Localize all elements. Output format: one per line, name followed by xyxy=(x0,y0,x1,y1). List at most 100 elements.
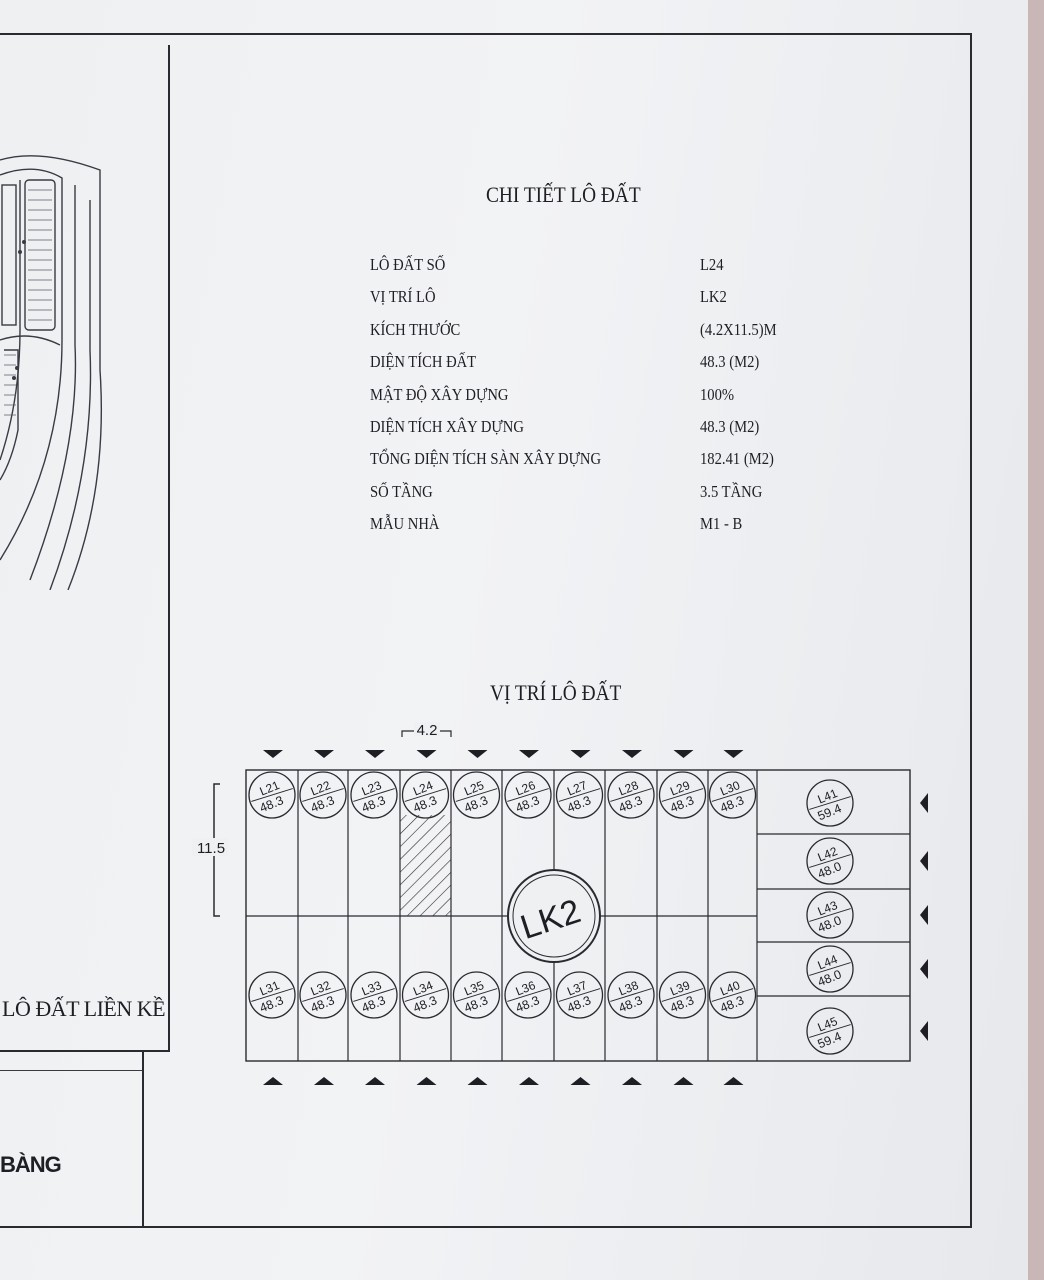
lot-circle xyxy=(248,771,296,819)
panel-divider xyxy=(168,45,170,1050)
lot-circle-divider xyxy=(610,788,652,802)
lot-detail-value: 100% xyxy=(700,384,735,404)
lot-detail-label: MẬT ĐỘ XÂY DỰNG xyxy=(370,384,509,404)
access-arrow-side xyxy=(920,905,928,925)
block-circle-inner xyxy=(512,874,596,958)
lot-circle xyxy=(555,771,604,819)
title-block-border xyxy=(0,1050,170,1052)
lot-circle-divider xyxy=(558,788,601,802)
lot-circle xyxy=(555,971,604,1019)
lot-circle-divider xyxy=(404,988,447,1002)
width-dimension-label: 4.2 xyxy=(417,722,438,739)
lot-location-title: VỊ TRÍ LÔ ĐẤT xyxy=(490,680,622,705)
lot-detail-row: KÍCH THƯỚC(4.2X11.5)M xyxy=(370,320,830,352)
lot-circle xyxy=(708,971,757,1019)
access-arrow-top xyxy=(570,750,591,758)
lot-detail-value: LK2 xyxy=(700,287,727,307)
lot-detail-row: SỐ TẦNG 3.5 TẦNG xyxy=(370,482,830,514)
lot-circle-divider xyxy=(809,908,851,922)
lot-circle-divider xyxy=(610,988,652,1002)
access-arrow-side xyxy=(920,851,928,871)
lot-circle-divider xyxy=(302,988,344,1002)
lot-circle xyxy=(607,771,655,819)
lot-detail-label: LÔ ĐẤT SỐ xyxy=(370,255,446,274)
lot-circle-divider xyxy=(251,988,293,1002)
access-arrow-bottom xyxy=(519,1077,539,1085)
access-arrow-top xyxy=(263,750,283,758)
lot-circle xyxy=(658,771,707,819)
lot-circle-divider xyxy=(558,988,601,1002)
lot-circle-divider xyxy=(507,788,549,802)
lot-detail-value: 3.5 TẦNG xyxy=(700,481,763,501)
drawing-sheet-name: LÔ ĐẤT LIỀN KỀ xyxy=(2,996,166,1021)
lot-detail-label: DIỆN TÍCH ĐẤT xyxy=(370,352,477,372)
access-arrow-side xyxy=(920,959,928,979)
lot-circle xyxy=(708,771,757,819)
company-name-fragment: BÀNG xyxy=(0,1152,62,1177)
lot-circle xyxy=(299,771,347,819)
lot-circle xyxy=(504,971,552,1019)
lot-circle-divider xyxy=(809,854,851,868)
lot-detail-title: CHI TIẾT LÔ ĐẤT xyxy=(486,182,641,207)
lot-circle xyxy=(806,1007,854,1055)
lot-circle-divider xyxy=(353,988,395,1002)
lot-detail-label: VỊ TRÍ LÔ xyxy=(370,287,436,307)
access-arrow-bottom xyxy=(723,1077,744,1085)
lot-circle-divider xyxy=(455,788,498,802)
lot-circle xyxy=(452,771,501,819)
lot-circle-divider xyxy=(404,788,447,802)
lot-detail-label: DIỆN TÍCH XÂY DỰNG xyxy=(370,416,524,436)
access-arrow-bottom xyxy=(622,1077,642,1085)
lot-circle-divider xyxy=(711,788,754,802)
lot-circle-divider xyxy=(809,962,851,976)
lot-detail-value: L24 xyxy=(700,255,724,274)
access-arrow-side xyxy=(920,1021,928,1041)
block-circle xyxy=(507,869,601,963)
drawing-frame xyxy=(0,33,972,1228)
lot-circle-divider xyxy=(507,988,549,1002)
access-arrow-bottom xyxy=(416,1077,437,1085)
lot-circle-divider xyxy=(809,796,851,810)
lot-circle-divider xyxy=(353,788,395,802)
site-plan: L2148.3L2248.3L2348.3L2448.3L2548.3L2648… xyxy=(192,722,928,1085)
access-arrow-bottom xyxy=(365,1077,385,1085)
lot-circle xyxy=(248,971,296,1019)
lot-circle-divider xyxy=(455,988,498,1002)
access-arrow-top xyxy=(673,750,694,758)
access-arrow-top xyxy=(314,750,334,758)
lot-circle xyxy=(504,771,552,819)
lot-circle-divider xyxy=(302,788,344,802)
lot-circle-divider xyxy=(711,988,754,1002)
access-arrow-bottom xyxy=(314,1077,334,1085)
lot-circle xyxy=(806,945,854,993)
access-arrow-top xyxy=(723,750,744,758)
access-arrow-top xyxy=(467,750,488,758)
access-arrow-top xyxy=(416,750,437,758)
access-arrow-bottom xyxy=(467,1077,488,1085)
lot-detail-label: SỐ TẦNG xyxy=(370,481,433,501)
width-dimension-mask xyxy=(414,722,440,736)
lot-detail-row: LÔ ĐẤT SỐ L24 xyxy=(370,255,830,287)
